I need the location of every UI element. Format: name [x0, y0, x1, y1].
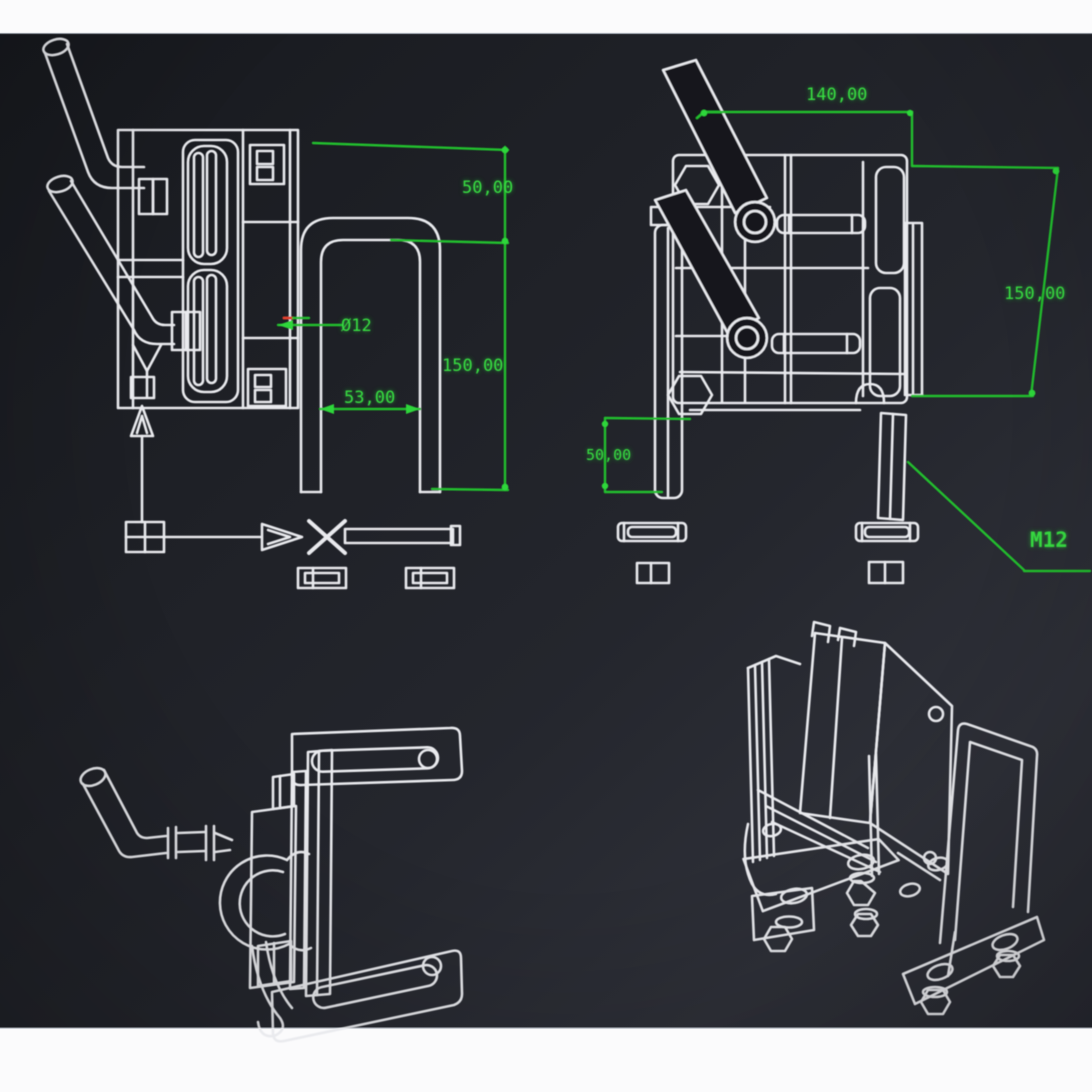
view-isometric-clamp	[79, 726, 464, 1043]
paper-strip-top	[0, 0, 1092, 33]
dim-side-hole-dia: Ø12	[341, 316, 372, 336]
view-side-elevation: 50,00 150,00 Ø12 53,00	[42, 37, 513, 590]
front-clamp-tubes	[653, 58, 777, 360]
dim-side-offset-top: 50,00	[462, 178, 513, 198]
dim-side-height: 150,00	[442, 356, 503, 376]
dim-side-leg-span: 53,00	[344, 388, 395, 408]
view-isometric-frame	[742, 620, 1046, 1016]
dim-front-height: 150,00	[1004, 284, 1065, 304]
view-front-elevation: 140,00 150,00 50,00 M12	[586, 58, 1092, 585]
side-view-linework	[42, 37, 442, 494]
dim-front-leg-offset: 50,00	[586, 446, 631, 464]
dim-front-width: 140,00	[806, 85, 867, 105]
side-view-dimensions: 50,00 150,00 Ø12 53,00	[276, 141, 513, 492]
paper-strip-bottom	[0, 1028, 1092, 1092]
bolt-symbol	[260, 519, 462, 555]
front-view-dimensions: 140,00 150,00 50,00 M12	[586, 85, 1092, 573]
dim-thread-callout: M12	[1030, 528, 1068, 552]
side-hardware-plates	[296, 566, 456, 590]
ucs-axis-icon	[124, 404, 262, 554]
front-hardware-plates	[616, 521, 920, 585]
